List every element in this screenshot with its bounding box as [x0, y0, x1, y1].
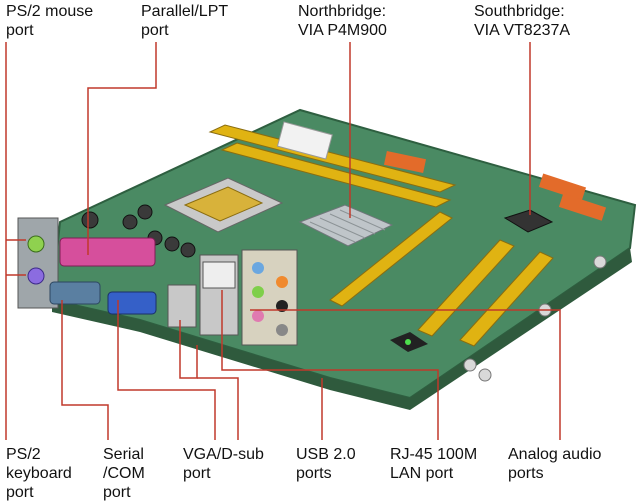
vga-connector	[107, 291, 157, 315]
ps2-keyboard-connector	[27, 267, 45, 285]
lan-chip-led	[405, 339, 411, 345]
pci-slot-2	[459, 251, 554, 347]
pcie-slot	[329, 211, 453, 307]
label-vga-port: VGA/D-sub port	[183, 446, 264, 482]
serial-connector	[49, 281, 101, 305]
label-ps2-keyboard-port: PS/2 keyboard port	[6, 446, 72, 501]
audio-stack	[241, 249, 298, 346]
rj45-connector	[202, 261, 236, 289]
label-usb-ports: USB 2.0 ports	[296, 446, 356, 482]
header-orange-1	[383, 150, 427, 174]
northbridge-heatsink	[298, 204, 394, 247]
label-serial-port: Serial /COM port	[103, 446, 145, 501]
label-southbridge: Southbridge: VIA VT8237A	[474, 3, 571, 39]
southbridge-chip	[503, 209, 554, 233]
cpu-socket-core	[183, 186, 264, 222]
pci-slot-1	[417, 239, 515, 337]
header-orange-2	[538, 173, 587, 201]
label-ps2-mouse-port: PS/2 mouse port	[6, 3, 94, 39]
label-northbridge: Northbridge: VIA P4M900	[298, 3, 387, 39]
label-parallel-port: Parallel/LPT port	[141, 3, 229, 39]
atx-power-connector	[276, 121, 333, 160]
pcb-board-edge	[52, 248, 632, 410]
ps2-mouse-connector	[27, 235, 45, 253]
ram-slot-2	[220, 142, 452, 208]
label-analog-audio-ports: Analog audio ports	[508, 446, 602, 482]
usb-stack-1	[167, 284, 197, 328]
ram-slot-1	[208, 124, 457, 193]
label-lan-port: RJ-45 100M LAN port	[390, 446, 478, 482]
header-orange-3	[558, 193, 607, 221]
parallel-connector	[59, 237, 156, 267]
